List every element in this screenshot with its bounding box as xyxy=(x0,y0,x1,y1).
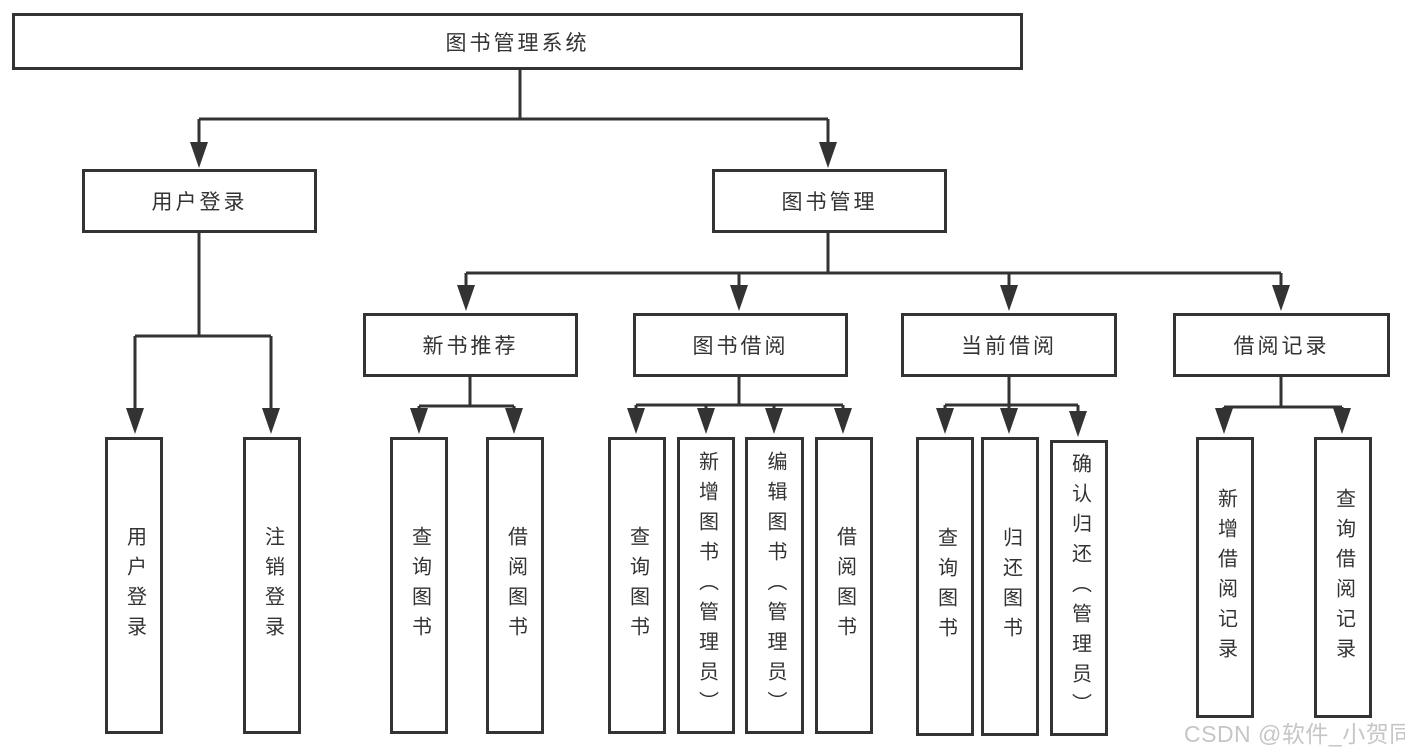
leaf-cb-return-book-label: 归还图书 xyxy=(999,526,1022,647)
leaf-rec-query-book: 查询图书 xyxy=(390,437,448,734)
leaf-cb-query-book: 查询图书 xyxy=(916,437,974,736)
leaf-br-add-record-label: 新增借阅记录 xyxy=(1214,487,1237,668)
arrowheads xyxy=(126,142,1351,437)
leaf-bb-add-book-admin-label: 新增图书（管理员） xyxy=(695,450,718,721)
leaf-cb-confirm-return-admin-label: 确认归还（管理员） xyxy=(1068,453,1091,723)
leaf-cb-confirm-return-admin: 确认归还（管理员） xyxy=(1050,440,1108,736)
leaf-bb-add-book-admin: 新增图书（管理员） xyxy=(677,437,735,734)
leaf-bb-query-book: 查询图书 xyxy=(608,437,666,734)
leaf-bb-edit-book-admin-label: 编辑图书（管理员） xyxy=(764,450,786,721)
leaf-br-add-record: 新增借阅记录 xyxy=(1196,437,1254,718)
leaf-logout-label: 注销登录 xyxy=(261,525,284,646)
leaf-br-query-record: 查询借阅记录 xyxy=(1314,437,1372,718)
node-borrow-records: 借阅记录 xyxy=(1173,313,1390,377)
leaf-br-query-record-label: 查询借阅记录 xyxy=(1332,487,1355,668)
leaf-user-login: 用户登录 xyxy=(105,437,163,734)
leaf-bb-edit-book-admin: 编辑图书（管理员） xyxy=(745,437,804,734)
leaf-rec-query-book-label: 查询图书 xyxy=(408,525,431,646)
node-user-login: 用户登录 xyxy=(82,169,317,233)
node-book-borrow: 图书借阅 xyxy=(633,313,848,377)
leaf-logout: 注销登录 xyxy=(243,437,301,734)
node-current-borrow: 当前借阅 xyxy=(901,313,1117,377)
node-book-management: 图书管理 xyxy=(712,169,947,233)
leaf-bb-borrow-book-label: 借阅图书 xyxy=(833,525,856,646)
leaf-bb-borrow-book: 借阅图书 xyxy=(815,437,873,734)
leaf-cb-return-book: 归还图书 xyxy=(981,437,1039,736)
leaf-user-login-label: 用户登录 xyxy=(123,525,146,646)
leaf-cb-query-book-label: 查询图书 xyxy=(934,526,957,647)
node-new-book-recommend: 新书推荐 xyxy=(363,313,578,377)
node-root: 图书管理系统 xyxy=(12,13,1023,70)
leaf-bb-query-book-label: 查询图书 xyxy=(626,525,649,646)
leaf-rec-borrow-book-label: 借阅图书 xyxy=(504,525,527,646)
watermark: CSDN @软件_小贺同学 xyxy=(1184,721,1405,747)
leaf-rec-borrow-book: 借阅图书 xyxy=(486,437,544,734)
